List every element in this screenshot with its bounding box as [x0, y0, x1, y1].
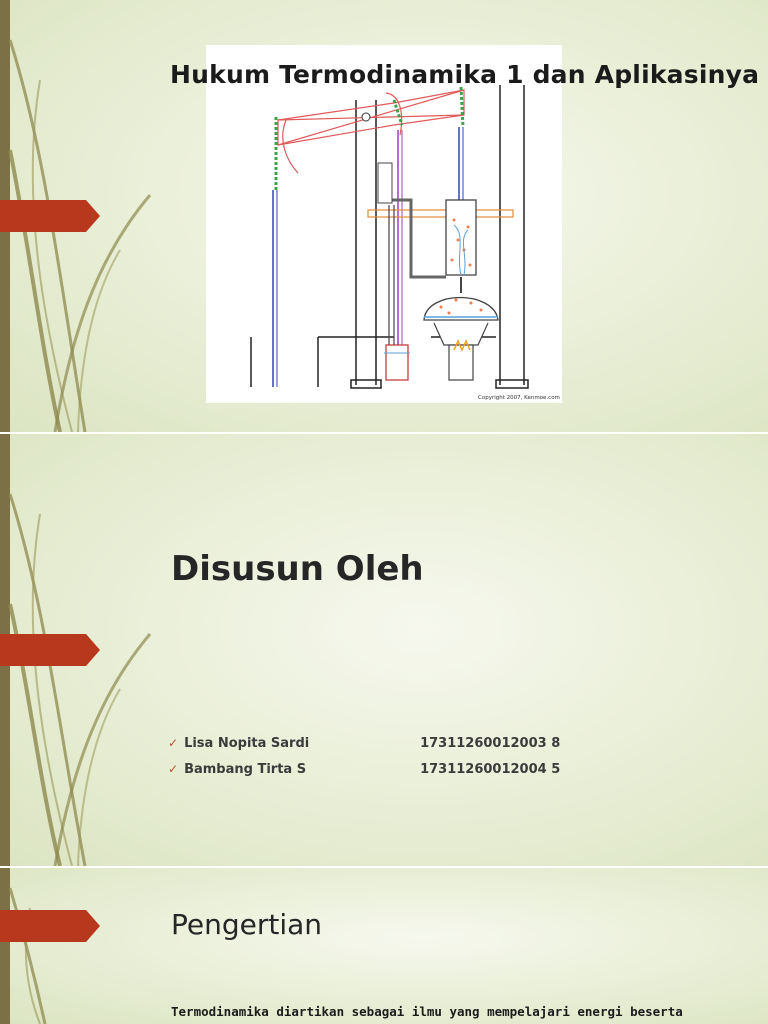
author-name: Lisa Nopita Sardi [184, 736, 310, 751]
slide-definition: Pengertian Termodinamika diartikan sebag… [0, 868, 768, 1024]
list-item: ✓ Lisa Nopita Sardi 17311260012003 8 [168, 736, 560, 762]
author-list: ✓ Lisa Nopita Sardi 17311260012003 8 ✓ Bamb… [168, 736, 560, 788]
slide-heading: Disusun Oleh [171, 549, 424, 589]
slide-separator [0, 432, 768, 434]
slide-heading: Pengertian [171, 908, 323, 941]
newcomen-engine-drawing: Copyright 2007, Kenmoe.com [250, 85, 560, 401]
slide-title-text: Hukum Termodinamika 1 dan Aplikasinya [170, 60, 760, 89]
author-name: Bambang Tirta S [184, 762, 307, 777]
checkmark-icon: ✓ [168, 736, 179, 750]
slide-separator [0, 866, 768, 868]
definition-text: Termodinamika diartikan sebagai ilmu yan… [171, 1004, 683, 1019]
engine-diagram: Copyright 2007, Kenmoe.com [206, 45, 562, 403]
section-arrow-marker [0, 200, 100, 232]
slide-title: Copyright 2007, Kenmoe.com Hukum Termodi… [0, 0, 768, 432]
author-id: 17311260012004 5 [420, 762, 561, 777]
section-arrow-marker [0, 910, 100, 942]
slide-edge-bar [0, 868, 10, 1024]
diagram-copyright: Copyright 2007, Kenmoe.com [478, 395, 560, 401]
author-id: 17311260012003 8 [420, 736, 561, 751]
grass-decoration [8, 887, 47, 1024]
section-arrow-marker [0, 634, 100, 666]
list-item: ✓ Bambang Tirta S 17311260012004 5 [168, 762, 560, 788]
checkmark-icon: ✓ [168, 762, 179, 776]
slide-authors: Disusun Oleh ✓ Lisa Nopita Sardi 173112600… [0, 434, 768, 866]
